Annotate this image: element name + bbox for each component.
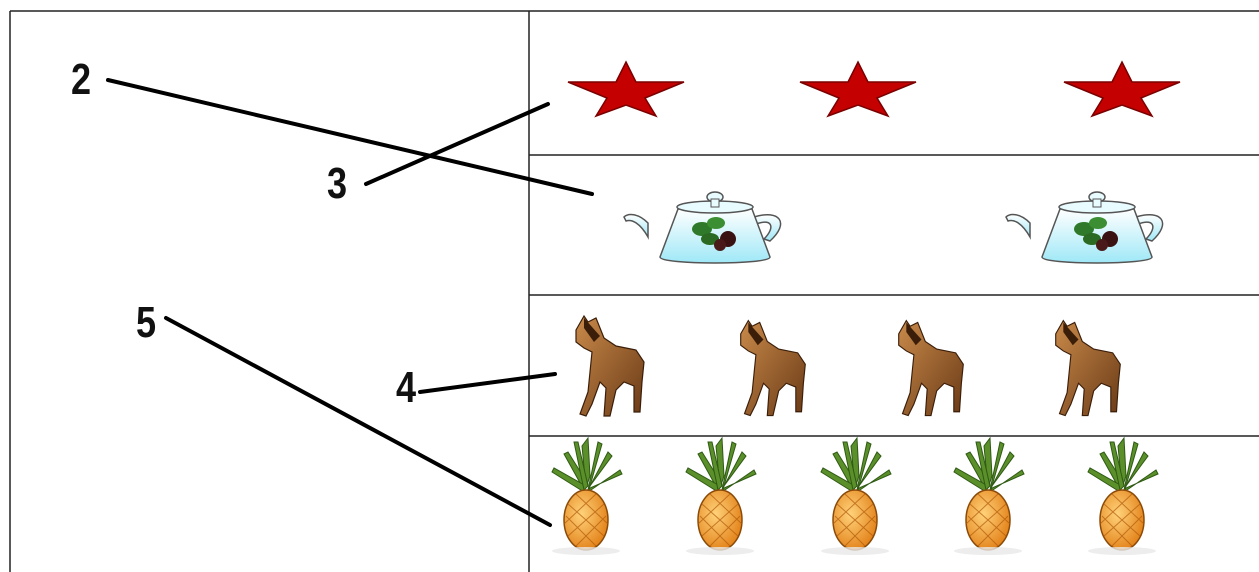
row-stars — [567, 61, 1181, 117]
horse-icon — [1055, 319, 1121, 417]
star-icon — [1063, 61, 1181, 117]
number-2-label: 2 — [71, 55, 92, 104]
match-line-2-teapots — [106, 78, 594, 196]
row-teapots — [623, 191, 1164, 264]
teapot-icon — [623, 191, 782, 264]
number-5-label: 5 — [136, 298, 157, 347]
star-icon — [799, 61, 917, 117]
match-line-3-stars — [364, 102, 550, 186]
horse-icon — [740, 319, 806, 417]
teapot-icon — [1005, 191, 1164, 264]
pineapple-icon — [685, 437, 757, 556]
row-pineapples — [551, 437, 1159, 556]
number-3-label: 3 — [327, 159, 348, 208]
row-horses — [575, 315, 1121, 417]
match-lines — [106, 78, 594, 527]
pineapple-icon — [1087, 437, 1159, 556]
number-4-label: 4 — [396, 363, 417, 412]
match-line-4-horses — [418, 372, 557, 394]
horse-icon — [898, 319, 964, 417]
pineapple-icon — [820, 437, 892, 556]
table-grid — [9, 10, 1259, 572]
match-line-5-pineapples — [164, 316, 552, 527]
pineapple-icon — [953, 437, 1025, 556]
star-icon — [567, 61, 685, 117]
horse-icon — [575, 315, 645, 417]
pineapple-icon — [551, 437, 623, 556]
